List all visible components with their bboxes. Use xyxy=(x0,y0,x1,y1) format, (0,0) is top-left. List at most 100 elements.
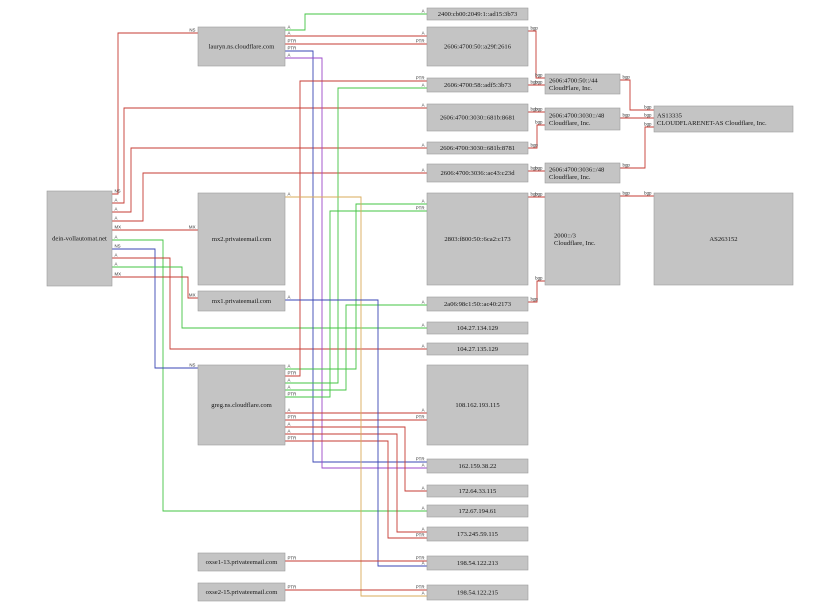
edge-line xyxy=(285,304,427,391)
edge-label-tail: NS xyxy=(115,244,121,249)
node-layer: dein-vollautomat.netlauryn.ns.cloudflare… xyxy=(46,7,794,602)
edge-pfx1-to-as1 xyxy=(620,79,654,111)
edge-line xyxy=(528,124,545,149)
node-label: 2606:4700:50::/44 xyxy=(549,78,598,85)
node-box xyxy=(426,364,529,446)
edge-label-tail: PTR xyxy=(416,556,425,561)
node-box xyxy=(426,584,529,601)
node-104-27-135-129: 104.27.135.129 xyxy=(426,342,529,356)
edge-dein-to-ip5 xyxy=(112,147,427,213)
node-label: 173.245.59.115 xyxy=(457,531,499,538)
edge-label-tail: A xyxy=(288,31,291,36)
node-box xyxy=(426,504,529,518)
node-label: 198.54.122.213 xyxy=(457,560,499,567)
edge-label-head: MX xyxy=(189,293,196,298)
node-198-54-122-215: 198.54.122.215 xyxy=(426,584,529,601)
edge-dein-to-lauryn xyxy=(112,32,198,195)
edge-label-tail: PTR xyxy=(416,39,425,44)
node-label: mx1.privateemail.com xyxy=(212,298,272,305)
edge-dein-to-ip4 xyxy=(112,107,427,204)
node-label: 162.159.38.22 xyxy=(459,463,497,470)
edge-label-head: bgp xyxy=(535,120,543,125)
node-label: 2400:cb00:2049:1::ad15:3b73 xyxy=(438,11,518,18)
node-label: 2606:4700:3030::681b:8681 xyxy=(440,115,515,122)
edge-label-tail: A xyxy=(288,429,291,434)
node-box xyxy=(544,162,621,184)
edge-ip5-to-pfx2 xyxy=(528,124,545,149)
node-label: 2606:4700:3030::/48 xyxy=(549,113,605,120)
node-173-245-59-115: 173.245.59.115 xyxy=(426,526,529,542)
node-oxse1-13-privateemail-com: oxse1-13.privateemail.com xyxy=(197,552,286,572)
node-label: 108.162.193.115 xyxy=(455,402,500,409)
edge-line xyxy=(528,280,545,303)
node-box xyxy=(426,26,529,67)
edge-ip2-to-pfx1 xyxy=(528,30,545,79)
edge-label-head: A xyxy=(422,323,425,328)
edge-label-head: A xyxy=(422,168,425,173)
node-label: 2606:4700:3030::681b:8781 xyxy=(440,145,515,152)
node-as263152: AS263152 xyxy=(653,192,794,286)
edge-lauryn-to-ip1 xyxy=(285,13,427,31)
node-label: Cloudflare, Inc. xyxy=(554,240,596,247)
node-2803-f800-50-6ca2-c173: 2803:f800:50::6ca2:c173 xyxy=(426,192,529,286)
edge-layer xyxy=(112,13,654,597)
edge-label-head: A xyxy=(422,143,425,148)
edge-label-tail: A xyxy=(288,192,291,197)
edge-line xyxy=(285,203,427,370)
edge-label-head: bgp xyxy=(535,107,543,112)
node-box xyxy=(197,26,286,67)
edge-greg-to-ip3 xyxy=(285,87,427,384)
edge-label-head: bgp xyxy=(535,73,543,78)
edge-label-head: A xyxy=(422,9,425,14)
edge-label-head: A xyxy=(422,300,425,305)
edge-line xyxy=(285,87,427,384)
edge-line xyxy=(620,79,654,111)
edge-dein-to-ip9 xyxy=(112,266,427,329)
edge-label-tail: PTR xyxy=(416,206,425,211)
node-dein-vollautomat-net: dein-vollautomat.net xyxy=(46,190,113,287)
node-172-64-33-115: 172.64.33.115 xyxy=(426,484,529,498)
edge-label-tail: bgp xyxy=(531,26,539,31)
node-label: CLOUDFLARENET-AS Cloudflare, Inc. xyxy=(657,120,767,127)
edge-label-head: A xyxy=(422,463,425,468)
edge-label-head: PTR xyxy=(288,415,297,420)
edge-line xyxy=(285,196,427,597)
node-label: AS263152 xyxy=(709,236,737,243)
node-2606-4700-50-a29f-2616: 2606:4700:50::a29f:2616 xyxy=(426,26,529,67)
edge-label-head: A xyxy=(422,103,425,108)
node-box xyxy=(426,296,529,312)
node-label: 2606:4700:58::adf5:3b73 xyxy=(444,82,512,89)
edge-label-tail: A xyxy=(115,235,118,240)
edge-label-head: bgp xyxy=(644,105,652,110)
node-label: 104.27.135.129 xyxy=(457,346,499,353)
edge-label-tail: A xyxy=(288,378,291,383)
edge-dein-to-ip6 xyxy=(112,172,427,222)
edge-label-head: bgp xyxy=(535,80,543,85)
node-box xyxy=(426,103,529,132)
edge-label-tail: A xyxy=(288,25,291,30)
edge-label-head: bgp xyxy=(644,113,652,118)
node-label: dein-vollautomat.net xyxy=(52,236,107,243)
node-box xyxy=(197,364,286,446)
edge-line xyxy=(285,80,427,377)
edge-line xyxy=(112,276,198,299)
edge-label-head: bgp xyxy=(535,276,543,281)
edge-label-tail: PTR xyxy=(416,533,425,538)
edge-label-head: A xyxy=(422,486,425,491)
edge-label-head: A xyxy=(422,199,425,204)
edge-label-head: bgp xyxy=(644,191,652,196)
edge-label-tail: bgp xyxy=(623,113,631,118)
edge-greg-to-ip8 xyxy=(285,304,427,391)
edge-label-tail: A xyxy=(115,253,118,258)
node-2a06-98c1-50-ac40-2173: 2a06:98c1:50::ac40:2173 xyxy=(426,296,529,312)
node-108-162-193-115: 108.162.193.115 xyxy=(426,364,529,446)
node-label: greg.ns.cloudflare.com xyxy=(211,402,272,409)
edge-line xyxy=(112,107,427,204)
node-label: 198.54.122.215 xyxy=(457,590,499,597)
edge-label-head: A xyxy=(422,31,425,36)
edge-line xyxy=(285,433,427,533)
node-label: 172.67.194.61 xyxy=(459,508,497,515)
edge-label-tail: PTR xyxy=(416,457,425,462)
